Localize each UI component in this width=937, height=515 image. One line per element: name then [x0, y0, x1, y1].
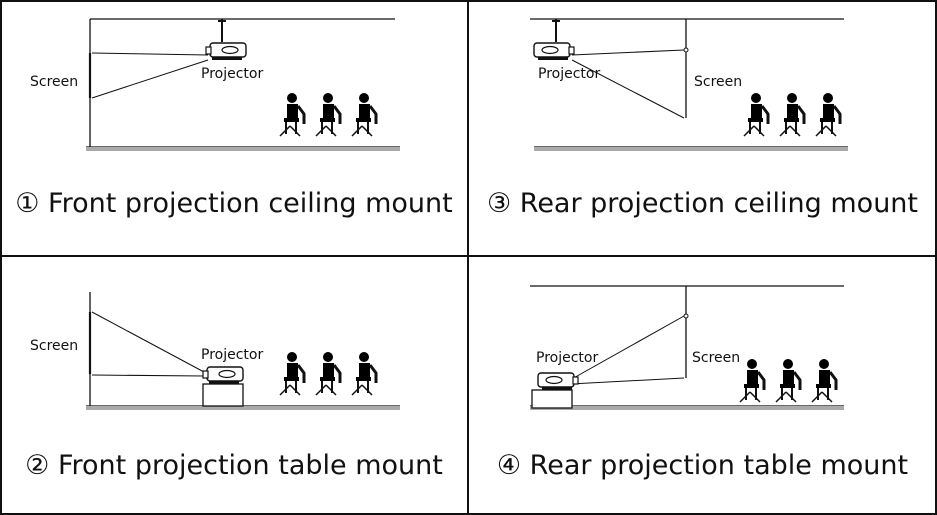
projector-table	[202, 383, 244, 407]
panel-front-ceiling: Screen Projector ① Front projection ceil…	[0, 0, 468, 256]
caption-front-table: ② Front projection table mount	[25, 450, 443, 481]
screen-label: Screen	[694, 74, 742, 90]
diagram-rear-table: Projector Screen	[530, 285, 844, 410]
projector-label: Projector	[536, 350, 598, 366]
projector-label: Projector	[538, 66, 600, 82]
diagram-front-ceiling: Screen Projector	[30, 18, 400, 151]
projector-label: Projector	[201, 347, 263, 363]
audience-icon	[279, 352, 378, 396]
screen-label: Screen	[30, 74, 78, 90]
caption-rear-table: ④ Rear projection table mount	[496, 450, 909, 481]
projector-icon	[533, 42, 575, 60]
audience-icon	[279, 93, 378, 137]
diagram-rear-ceiling: Projector Screen	[530, 18, 848, 151]
projector-icon	[205, 42, 247, 60]
projector-icon	[537, 372, 579, 390]
floor	[534, 146, 848, 151]
panel-rear-ceiling: Projector Screen ③ Rear projection ceili…	[468, 0, 937, 256]
diagram-front-table: Screen Projector	[30, 292, 400, 410]
caption-rear-ceiling: ③ Rear projection ceiling mount	[486, 188, 919, 219]
screen-label: Screen	[692, 350, 740, 366]
audience-icon	[739, 359, 838, 403]
caption-front-ceiling: ① Front projection ceiling mount	[15, 188, 453, 219]
projector-table	[531, 389, 573, 409]
projector-label: Projector	[201, 66, 263, 82]
floor	[86, 146, 400, 151]
screen-label: Screen	[30, 338, 78, 354]
panel-front-table: Screen Projector ② Front projection tabl…	[0, 256, 468, 515]
audience-icon	[743, 93, 842, 137]
projector-icon	[202, 366, 244, 384]
floor	[530, 405, 844, 410]
panel-rear-table: Projector Screen ④ Rear projection table…	[468, 256, 937, 515]
